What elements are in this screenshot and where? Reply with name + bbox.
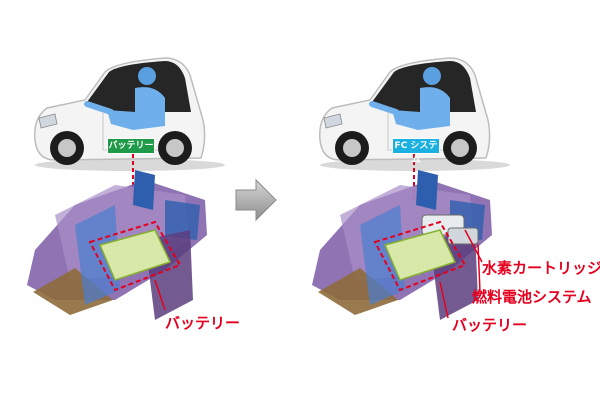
battery-callout-right: バッテリー — [452, 316, 528, 334]
battery-callout-left: バッテリー — [165, 314, 241, 332]
fuel-cell-system-callout: 燃料電池システム — [472, 288, 592, 306]
car-illustration-left — [27, 57, 225, 320]
driver-figure-left — [84, 67, 165, 130]
chassis-frame-left — [27, 170, 207, 320]
fc-system-badge: FC システム — [392, 138, 440, 165]
car-illustration-right — [312, 57, 510, 320]
chassis-frame-right — [312, 170, 492, 320]
driver-figure-right — [369, 67, 450, 130]
hydrogen-cartridge-callout: 水素カートリッジ — [482, 259, 600, 277]
left-panel-battery-ev: バッテリー バッテリー — [15, 0, 255, 400]
transition-arrow-icon — [235, 178, 277, 222]
right-panel-fc-ev: FC システム 水素カートリッジ 燃料電池システム バッテリー — [300, 0, 600, 400]
battery-badge: バッテリー — [107, 138, 155, 154]
